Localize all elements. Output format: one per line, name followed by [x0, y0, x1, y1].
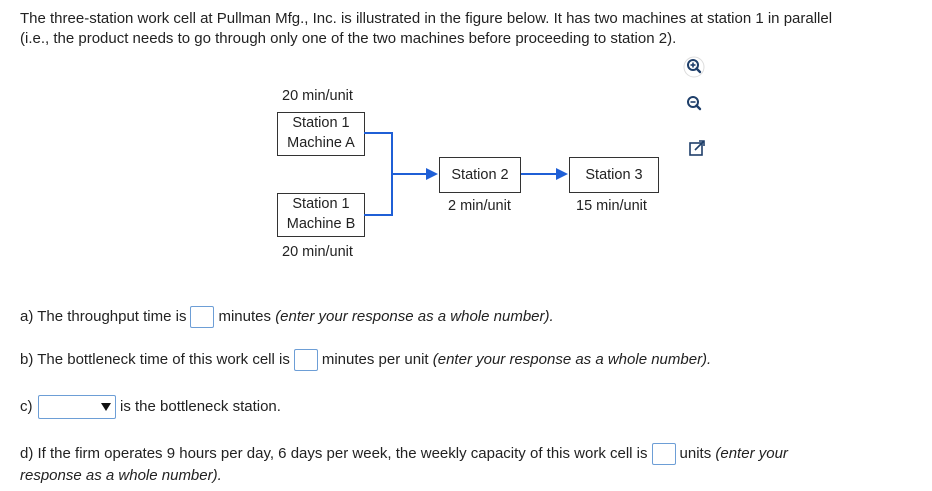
station-2-label: Station 2 [451, 167, 509, 183]
station-2-box: Station 2 [439, 157, 521, 193]
machine-a-box: Station 1 Machine A [277, 112, 365, 156]
machine-b-rate: 20 min/unit [282, 244, 353, 260]
bottleneck-station-dropdown[interactable] [38, 395, 116, 419]
throughput-time-input[interactable] [190, 306, 215, 328]
question-b-prefix: b) The bottleneck time of this work cell… [20, 350, 290, 368]
question-c-suffix: is the bottleneck station. [120, 398, 281, 415]
question-d: d) If the firm operates 9 hours per day,… [20, 443, 788, 465]
machine-b-line2: Machine B [286, 216, 356, 232]
question-a: a) The throughput time is minutes (enter … [20, 306, 554, 328]
question-b: b) The bottleneck time of this work cell… [20, 349, 711, 371]
station-3-label: Station 3 [585, 167, 643, 183]
question-a-hint: (enter your response as a whole number). [275, 307, 554, 325]
intro-line-2: (i.e., the product needs to go through o… [20, 30, 677, 47]
machine-a-line2: Machine A [287, 135, 355, 151]
bottleneck-time-input[interactable] [293, 349, 318, 371]
machine-b-box: Station 1 Machine B [277, 193, 365, 237]
machine-a-line1: Station 1 [292, 115, 350, 131]
question-b-suffix: minutes per unit [321, 350, 429, 368]
zoom-in-icon[interactable] [680, 53, 708, 81]
machine-b-line1: Station 1 [292, 196, 350, 212]
weekly-capacity-input[interactable] [651, 443, 676, 465]
question-d-hint-2: response as a whole number). [20, 467, 222, 484]
machine-a-rate: 20 min/unit [282, 88, 353, 104]
station-3-rate: 15 min/unit [576, 198, 647, 214]
intro-line-1: The three-station work cell at Pullman M… [20, 10, 833, 27]
question-b-hint: (enter your response as a whole number). [432, 350, 712, 368]
chevron-down-icon [101, 403, 111, 411]
zoom-out-icon[interactable] [680, 90, 708, 118]
question-d-suffix: units [679, 444, 712, 462]
question-a-suffix: minutes [218, 307, 272, 325]
question-a-prefix: a) The throughput time is [20, 307, 187, 325]
question-d-prefix: d) If the firm operates 9 hours per day,… [20, 444, 648, 462]
question-c-prefix: c) [20, 398, 33, 415]
external-link-icon[interactable] [683, 134, 711, 162]
problem-statement: The three-station work cell at Pullman M… [20, 9, 920, 49]
question-d-hint-1: (enter your [715, 444, 788, 462]
station-2-rate: 2 min/unit [448, 198, 511, 214]
station-3-box: Station 3 [569, 157, 659, 193]
